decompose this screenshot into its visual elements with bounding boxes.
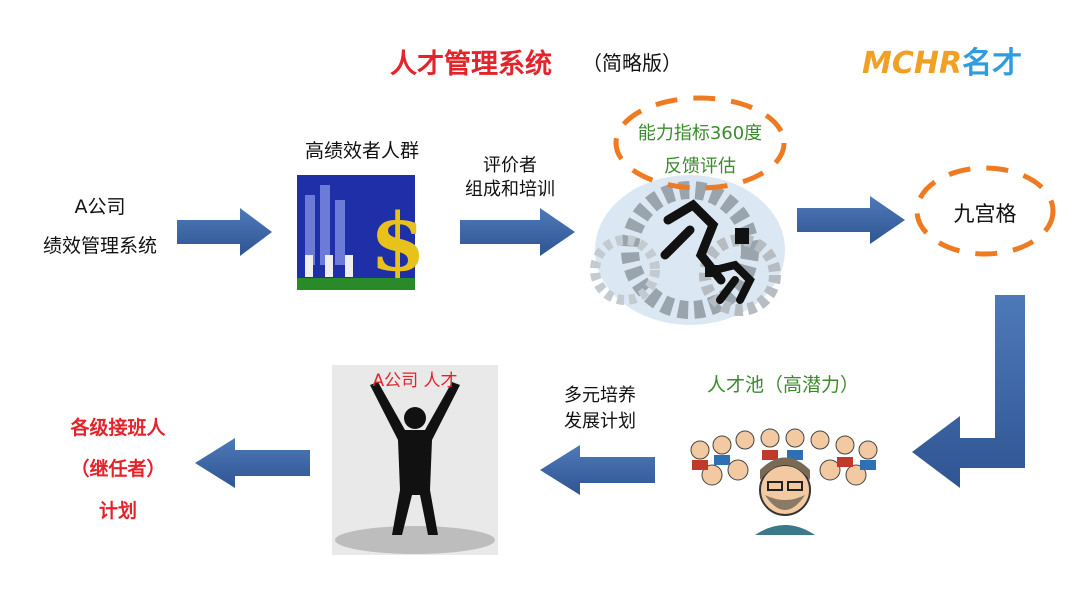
gears-image bbox=[590, 175, 785, 325]
logo-cjk: 名才 bbox=[962, 46, 1023, 81]
evaluators-label-2: 组成和培训 bbox=[465, 179, 555, 200]
high-performers-label: 高绩效者人群 bbox=[304, 140, 420, 162]
performance-system-label: 绩效管理系统 bbox=[42, 235, 158, 257]
logo-latin: MCHR bbox=[862, 46, 963, 81]
svg-text:$: $ bbox=[370, 195, 426, 289]
development-label-2: 发展计划 bbox=[564, 411, 636, 432]
talent-silhouette-image bbox=[332, 365, 498, 555]
succession-label-2: （继任者） bbox=[70, 458, 166, 480]
page-subtitle: （简略版） bbox=[582, 51, 682, 75]
evaluators-label-1: 评价者 bbox=[483, 155, 537, 176]
a-company-label: A公司 bbox=[74, 196, 126, 218]
assessment-label-1: 能力指标360度 bbox=[637, 123, 763, 144]
arrow-l-down-left bbox=[912, 295, 1025, 488]
arrow-right-1 bbox=[177, 208, 272, 256]
assessment-label-2: 反馈评估 bbox=[664, 156, 736, 177]
arrow-right-2 bbox=[460, 208, 575, 256]
company-talent-label: A公司 人才 bbox=[372, 371, 458, 391]
succession-label-1: 各级接班人 bbox=[70, 417, 166, 439]
talent-pool-people-image bbox=[690, 428, 878, 535]
mchr-logo: MCHR名才 bbox=[862, 38, 1022, 82]
succession-label-3: 计划 bbox=[98, 500, 138, 522]
arrow-right-3 bbox=[797, 196, 905, 244]
arrow-left-2 bbox=[195, 438, 310, 488]
high-performers-image: $ bbox=[297, 175, 426, 290]
nine-box-label: 九宫格 bbox=[953, 202, 1017, 226]
talent-pool-label: 人才池（高潜力） bbox=[706, 374, 860, 396]
assessment-dashed-ellipse bbox=[613, 95, 787, 191]
development-label-1: 多元培养 bbox=[564, 385, 636, 406]
nine-box-dashed-ellipse bbox=[914, 165, 1056, 257]
arrow-left-1 bbox=[540, 445, 655, 495]
page-title: 人才管理系统 bbox=[390, 49, 552, 80]
